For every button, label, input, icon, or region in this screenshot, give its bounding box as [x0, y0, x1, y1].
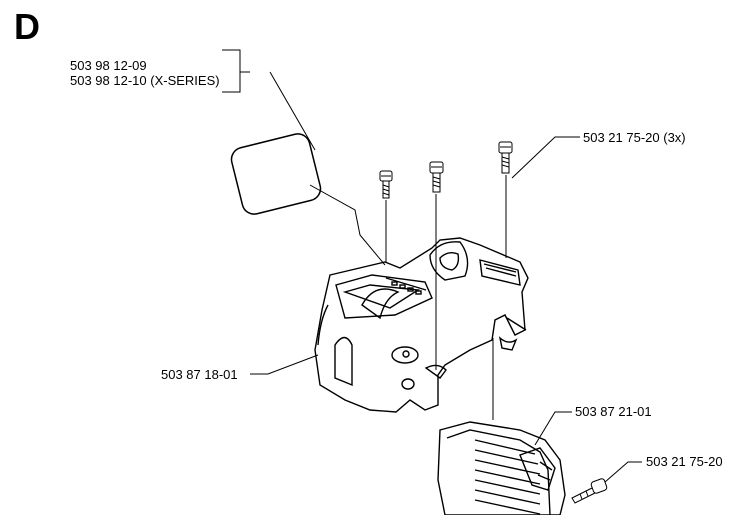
screw-1 [379, 170, 393, 262]
callout-decal: 503 98 12-09 503 98 12-10 (X-SERIES) [70, 58, 220, 88]
leader-plate [534, 411, 572, 446]
callout-plate: 503 87 21-01 [575, 404, 652, 419]
screw-3 [498, 141, 513, 258]
screw-4 [571, 478, 608, 504]
section-letter: D [14, 6, 40, 47]
callout-decal-part-a: 503 98 12-09 [70, 58, 147, 73]
leader-screw-set [511, 136, 580, 179]
leader-decal [222, 49, 386, 266]
callout-screw-single: 503 21 75-20 [646, 454, 723, 469]
cover-plate [437, 421, 566, 515]
leader-screw-single [604, 461, 642, 483]
leader-cover [250, 354, 319, 375]
screw-2 [429, 161, 444, 370]
callout-cover: 503 87 18-01 [161, 367, 238, 382]
cylinder-cover [314, 237, 529, 413]
callout-decal-part-b: 503 98 12-10 (X-SERIES) [70, 73, 220, 88]
decal [230, 133, 322, 215]
callout-screw-set: 503 21 75-20 (3x) [583, 130, 686, 145]
